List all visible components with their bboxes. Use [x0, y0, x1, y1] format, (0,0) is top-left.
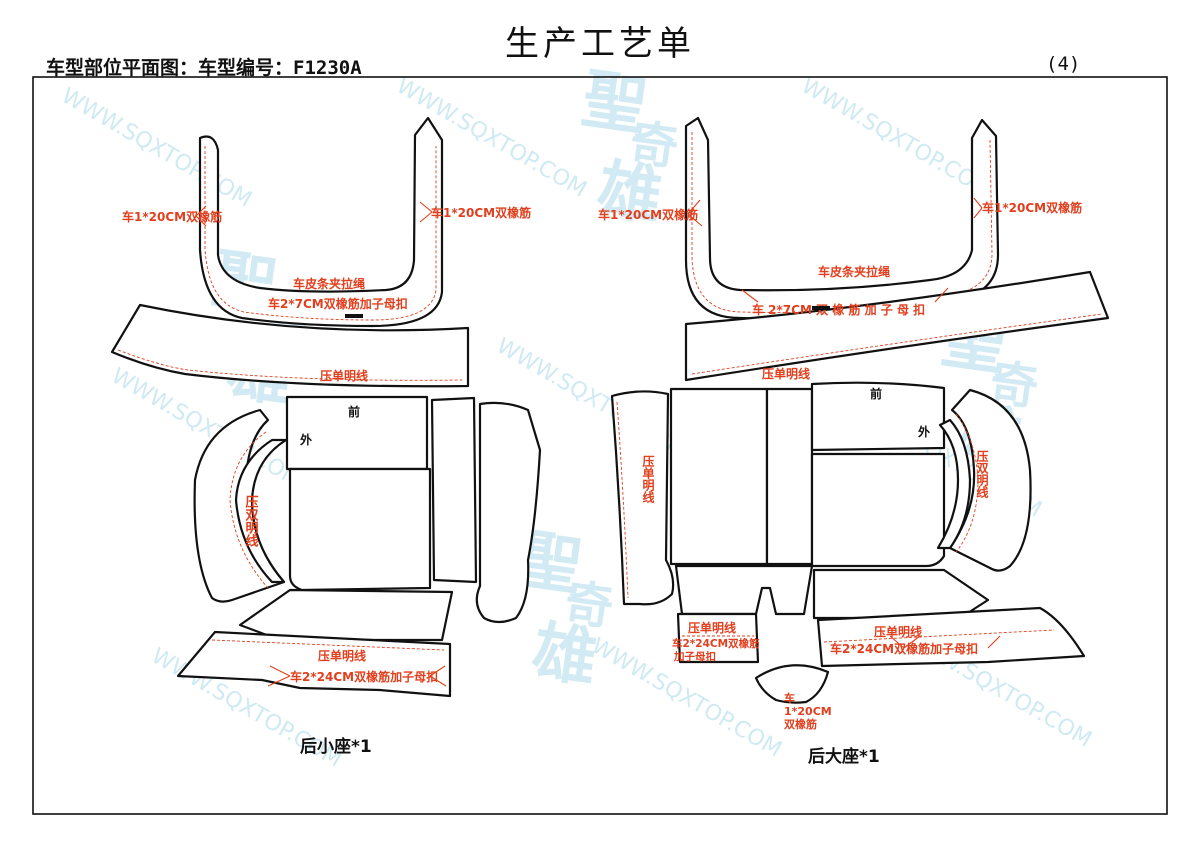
seat-side-strip	[475, 401, 542, 624]
backrest-band-piece	[110, 303, 470, 388]
small-elastic-label: 加子母扣	[673, 650, 716, 663]
watermark-url: WWW.SQXTOP.COM	[797, 74, 996, 203]
strap-rope-label: 车皮条夹拉绳	[293, 276, 365, 291]
right-side-curve-piece	[948, 388, 1032, 572]
elastic-label: 车1*20CM双橡筋	[122, 209, 222, 224]
svg-text:雄: 雄	[528, 614, 602, 697]
outer-label: 外	[300, 432, 312, 447]
seat-narrow-panel	[765, 387, 814, 566]
model-subtitle: 车型部位平面图：车型编号：F1230A	[46, 57, 362, 79]
seat-front-panel	[285, 395, 429, 471]
svg-text:聖: 聖	[578, 62, 652, 145]
elastic-buckle-label: 车 2*7CM 双 橡 筋 加 子 母 扣	[752, 302, 925, 317]
buckle-mark	[345, 314, 363, 318]
topstitch-label: 压单明线	[320, 368, 368, 383]
seat-front-panel	[810, 381, 946, 452]
double-topstitch-label: 压双明线	[243, 495, 259, 548]
topstitch-label: 压单明线	[688, 620, 736, 635]
elastic-label: 车1*20CM双橡筋	[431, 205, 531, 220]
seat-bottom-flap	[238, 588, 454, 642]
bottom-elastic-label: 车2*24CM双橡筋加子母扣	[830, 641, 978, 656]
topstitch-label: 压单明线	[762, 366, 810, 381]
front-label: 前	[348, 404, 360, 419]
right-side-inner-strip	[936, 418, 972, 550]
watermark-logo: 聖 奇 雄	[578, 62, 682, 235]
outer-label: 外	[918, 424, 930, 439]
single-topstitch-label: 压单明线	[641, 455, 655, 504]
page-title: 生产工艺单	[505, 24, 695, 64]
svg-text:雄: 雄	[593, 152, 667, 235]
topstitch-label: 压单明线	[874, 624, 922, 639]
backrest-band-piece	[684, 270, 1110, 382]
u-shaped-backrest-piece	[198, 116, 444, 328]
small-elastic-label: 车2*24CM双橡筋	[672, 637, 760, 650]
tab-elastic-label: 双橡筋	[784, 717, 817, 731]
seat-main-panel	[669, 387, 769, 566]
topstitch-label: 压单明线	[318, 648, 366, 663]
tab-elastic-label: 车	[784, 691, 795, 705]
svg-text:奇: 奇	[626, 114, 681, 176]
svg-text:奇: 奇	[561, 574, 616, 636]
watermark-url: WWW.SQXTOP.COM	[57, 84, 256, 213]
sheet-frame	[32, 76, 1168, 815]
seat-bottom-flap	[812, 568, 990, 620]
seat-narrow-panel	[430, 396, 478, 584]
elastic-label: 车1*20CM双橡筋	[982, 200, 1082, 215]
small-tab-piece	[754, 664, 830, 704]
tab-elastic-label: 1*20CM	[784, 705, 832, 718]
right-pattern-set: 车1*20CM双橡筋 车1*20CM双橡筋 车皮条夹拉绳 车 2*7CM 双 橡…	[598, 116, 1110, 767]
double-topstitch-label: 压双明线	[975, 450, 989, 499]
small-elastic-panel	[676, 612, 760, 664]
bottom-elastic-label: 车2*24CM双橡筋加子母扣	[290, 669, 438, 684]
strap-rope-label: 车皮条夹拉绳	[818, 264, 890, 279]
buckle-mark	[812, 306, 830, 310]
seat-bottom-strip	[816, 606, 1086, 668]
elastic-buckle-label: 车2*7CM双橡筋加子母扣	[268, 296, 408, 311]
left-side-inner-strip	[234, 438, 288, 584]
u-shaped-backrest-piece	[684, 116, 1000, 320]
page-number: (4)	[1046, 53, 1081, 75]
front-label: 前	[870, 386, 882, 401]
seat-side-strip	[610, 390, 675, 606]
seat-lower-center-flap	[674, 564, 814, 616]
elastic-label: 车1*20CM双橡筋	[598, 207, 698, 222]
seat-bottom-strip	[176, 630, 452, 698]
set-caption: 后小座*1	[300, 736, 372, 757]
seat-main-panel	[288, 467, 432, 592]
left-pattern-set: 车1*20CM双橡筋 车1*20CM双橡筋 车皮条夹拉绳 车2*7CM双橡筋加子…	[110, 116, 542, 757]
seat-right-panel	[810, 452, 946, 568]
set-caption: 后大座*1	[808, 746, 880, 767]
